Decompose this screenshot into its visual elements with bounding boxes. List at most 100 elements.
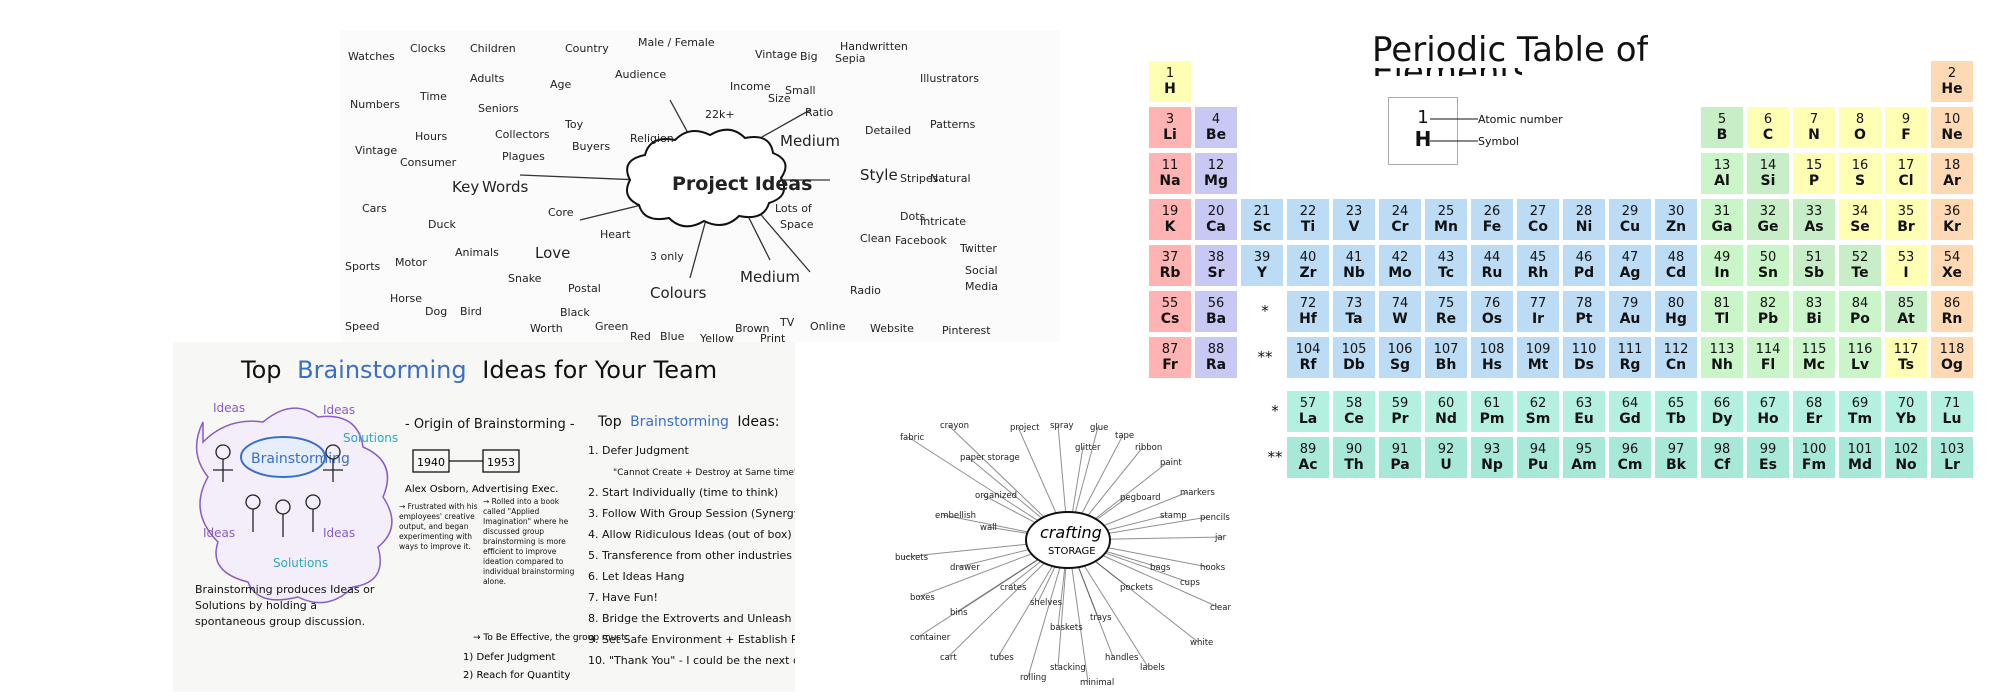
idea-item: 8. Bridge the Extroverts and Unleash the… <box>588 612 795 625</box>
mindmap-word: Space <box>780 218 814 231</box>
element-symbol: Pt <box>1575 311 1593 327</box>
element-symbol: Ge <box>1757 219 1779 235</box>
craft-label: shelves <box>1030 598 1063 608</box>
atomic-number: 43 <box>1437 250 1455 265</box>
element-symbol: Tc <box>1438 265 1454 281</box>
element-symbol: Pu <box>1527 457 1549 473</box>
element-symbol: Og <box>1941 357 1963 373</box>
element-symbol: Ru <box>1481 265 1503 281</box>
actinide-row-marker: ** <box>1267 448 1283 466</box>
atomic-number: 30 <box>1667 204 1685 219</box>
mindmap-word: Hours <box>415 130 447 143</box>
craft-label: cups <box>1180 578 1200 588</box>
craft-label: embellish <box>935 511 976 521</box>
stick-figures <box>213 444 343 537</box>
craft-label: tape <box>1115 431 1134 441</box>
atomic-number: 66 <box>1713 396 1731 411</box>
atomic-number: 4 <box>1211 112 1221 127</box>
element-symbol: Am <box>1571 457 1597 473</box>
craft-label: handles <box>1105 653 1139 663</box>
craft-center-top: crafting <box>1040 523 1102 542</box>
list-title-accent: Brainstorming <box>630 414 729 430</box>
mindmap-word: Vintage <box>755 48 797 61</box>
element-symbol: Ho <box>1757 411 1779 427</box>
element-symbol: H <box>1164 81 1176 97</box>
element-symbol: Ts <box>1897 357 1915 373</box>
element-symbol: Pm <box>1479 411 1505 427</box>
atomic-number: 107 <box>1433 342 1459 357</box>
mindmap-word: Speed <box>345 320 379 333</box>
list-title-pre: Top <box>597 414 622 430</box>
element-symbol: Fr <box>1162 357 1178 373</box>
mindmap-word: Plagues <box>502 150 545 163</box>
idea-item: 7. Have Fun! <box>588 591 658 604</box>
atomic-number: 57 <box>1299 396 1317 411</box>
element-symbol: Sr <box>1207 265 1225 281</box>
atomic-number: 106 <box>1387 342 1413 357</box>
craft-label: paint <box>1160 458 1182 468</box>
element-symbol: Hg <box>1665 311 1687 327</box>
mindmap-word: Website <box>870 322 914 335</box>
mindmap-word: Income <box>730 80 771 93</box>
element-symbol: Mc <box>1802 357 1826 373</box>
element-symbol: Cu <box>1619 219 1641 235</box>
atomic-number: 77 <box>1529 296 1547 311</box>
element-symbol: Ca <box>1206 219 1226 235</box>
element-symbol: Tl <box>1714 311 1730 327</box>
element-symbol: Tm <box>1847 411 1873 427</box>
element-symbol: Bk <box>1666 457 1686 473</box>
element-symbol: Si <box>1760 173 1776 189</box>
mindmap-word: Small <box>785 84 816 97</box>
element-symbol: Rn <box>1941 311 1963 327</box>
atomic-number: 41 <box>1345 250 1363 265</box>
idea-item: 6. Let Ideas Hang <box>588 570 684 583</box>
periodic-table-title-cut: Elements <box>1372 68 1522 76</box>
atomic-number: 24 <box>1391 204 1409 219</box>
atomic-number: 103 <box>1939 442 1965 457</box>
mindmap-word: Media <box>965 280 998 293</box>
atomic-number: 27 <box>1529 204 1547 219</box>
mindmap-word: Duck <box>428 218 456 231</box>
summary-text: Brainstorming produces Ideas or Solution… <box>195 583 375 628</box>
mindmap-word: Horse <box>390 292 422 305</box>
atomic-number: 49 <box>1713 250 1731 265</box>
atomic-number: 10 <box>1943 112 1961 127</box>
idea-item: 2. Start Individually (time to think) <box>588 486 778 499</box>
element-symbol: Rf <box>1299 357 1317 373</box>
element-symbol: Nb <box>1343 265 1365 281</box>
atomic-number: 60 <box>1437 396 1455 411</box>
mindmap-word: Illustrators <box>920 72 979 85</box>
atomic-number: 62 <box>1529 396 1547 411</box>
atomic-number: 16 <box>1851 158 1869 173</box>
element-symbol: He <box>1941 81 1963 97</box>
mindmap-word: Adults <box>470 72 505 85</box>
craft-label: glue <box>1090 423 1108 433</box>
element-symbol: Pb <box>1757 311 1779 327</box>
atomic-number: 54 <box>1943 250 1961 265</box>
atomic-number: 59 <box>1391 396 1409 411</box>
